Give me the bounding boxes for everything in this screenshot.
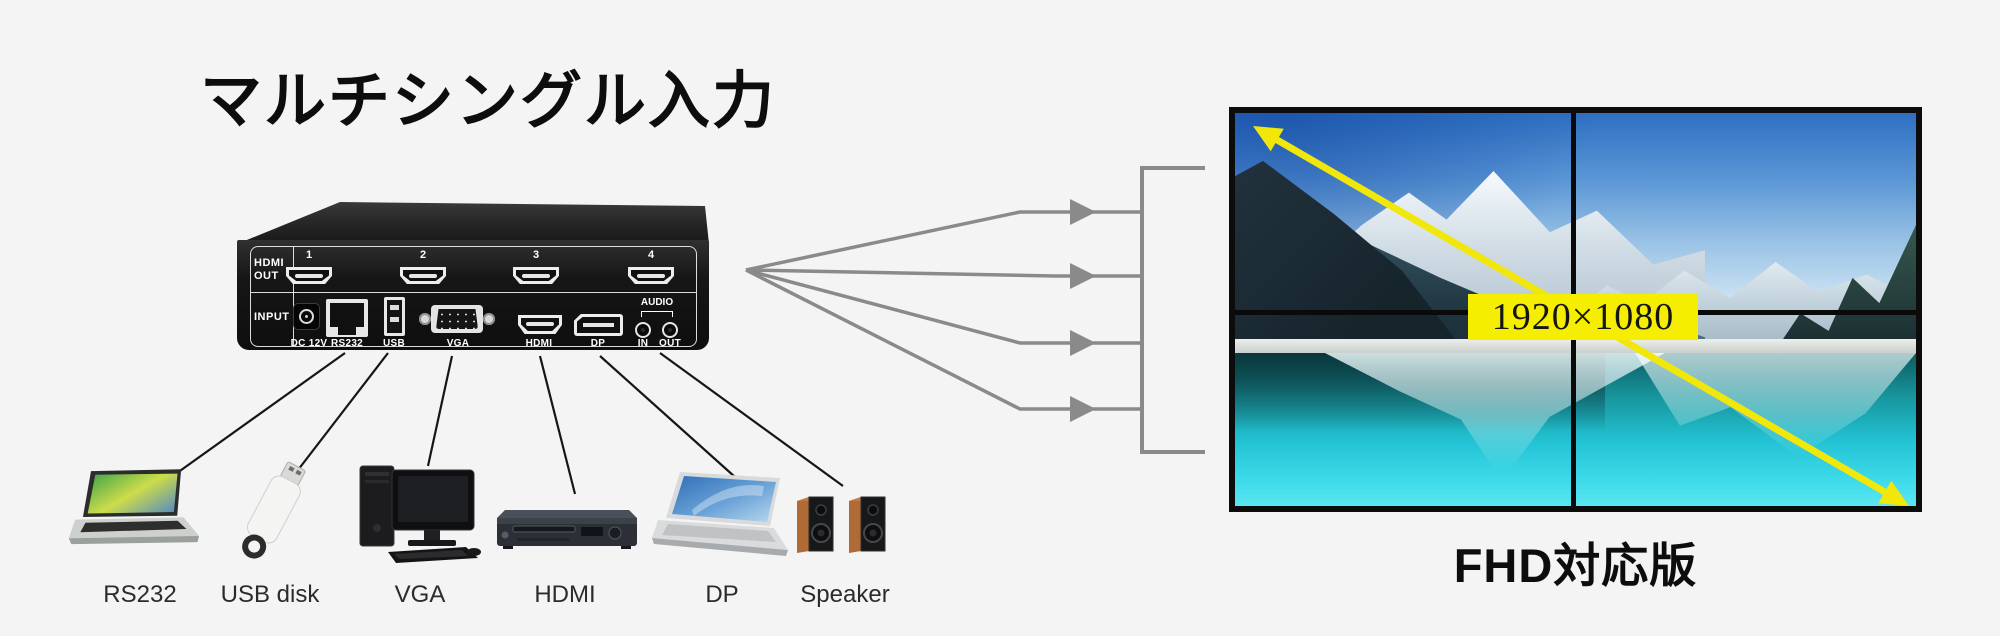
port-label-dp: DP [590,338,606,349]
source-dp-laptop: DP [647,450,797,610]
hdmi-out-row-label: HDMI OUT [254,257,285,282]
desktop-pc-icon [359,465,481,563]
connector-line-dp [599,355,736,478]
speakers-icon [797,496,886,553]
source-speaker: Speaker [785,450,905,610]
hdmi-in-port-icon [518,315,562,334]
arrow-down-right-icon [1878,480,1909,506]
resolution-badge: 1920×1080 [1468,294,1698,340]
arrowhead-icon [1070,263,1096,289]
connector-line-vga [426,355,454,467]
source-label: DP [705,581,739,608]
dc-power-jack-icon [293,303,320,330]
connector-line-rs232 [169,352,346,479]
out-port-number: 3 [532,249,540,261]
source-label: Speaker [800,581,890,608]
port-label-dc: DC 12V [290,338,328,349]
speaker-right [849,496,886,553]
source-vga-pc: VGA [350,450,490,610]
source-rs232: RS232 [55,450,225,610]
audio-label: AUDIO [640,297,674,308]
port-panel: HDMI OUT INPUT 1 2 3 4 A [250,246,697,349]
port-label-audio-in: IN [637,338,649,349]
port-label-audio-out: OUT [658,338,682,349]
arrowhead-icon [1070,199,1096,225]
hdmi-out-port-4-icon [628,267,674,284]
source-label: RS232 [103,581,177,608]
hdmi-out-port-3-icon [513,267,559,284]
port-label-rs232: RS232 [330,338,364,349]
arrowhead-icon [1070,330,1096,356]
connector-line-speaker [659,352,844,487]
input-row-label: INPUT [254,311,290,323]
output-line-4 [745,268,1142,411]
connector-line-hdmi [538,355,577,495]
source-label: HDMI [534,581,596,608]
panel-label-divider [293,247,294,346]
speaker-left [797,496,834,553]
arrowheads [1070,199,1096,422]
audio-in-jack-icon [635,322,651,338]
arrowhead-icon [1070,396,1096,422]
usb-stick-icon [242,461,306,559]
port-label-usb: USB [382,338,406,349]
connector-line-usb [297,352,389,471]
source-label: USB disk [220,581,320,608]
output-line-3 [745,268,1142,345]
dp-port-icon [574,314,623,336]
output-line-2 [745,268,1142,278]
arrow-up-left-icon [1253,126,1284,152]
mountain-lake-photo [1235,113,1916,506]
hdmi-out-port-2-icon [400,267,446,284]
audio-bracket [641,311,673,317]
source-connector-lines [169,352,844,495]
device-top-face [237,202,709,244]
output-fan-lines [745,166,1205,454]
port-label-hdmi: HDMI [525,338,553,349]
device-front-panel: HDMI OUT INPUT 1 2 3 4 A [237,240,709,350]
port-label-vga: VGA [446,338,470,349]
rs232-rj45-port-icon [326,299,368,337]
source-label: VGA [394,581,446,608]
usb-port-icon [384,297,405,336]
hdmi-out-port-1-icon [286,267,332,284]
display-bus-line [1140,166,1205,454]
page-title: マルチシングル入力 [200,67,777,136]
vga-port-icon [419,305,495,333]
video-wall-display: 1920×1080 [1229,107,1922,512]
source-usb-disk: USB disk [210,450,330,610]
laptop-icon [652,472,788,556]
display-caption: FHD対応版 [1453,539,1698,592]
laptop-icon [68,469,200,545]
audio-out-jack-icon [662,322,678,338]
source-hdmi-dvd: HDMI [485,450,645,610]
output-line-1 [745,210,1142,272]
out-port-number: 1 [305,249,313,261]
video-wall-controller: HDMI OUT INPUT 1 2 3 4 A [237,198,709,350]
dvd-player-icon [497,510,637,549]
out-port-number: 4 [647,249,655,261]
out-port-number: 2 [419,249,427,261]
panel-row-divider [251,292,696,293]
